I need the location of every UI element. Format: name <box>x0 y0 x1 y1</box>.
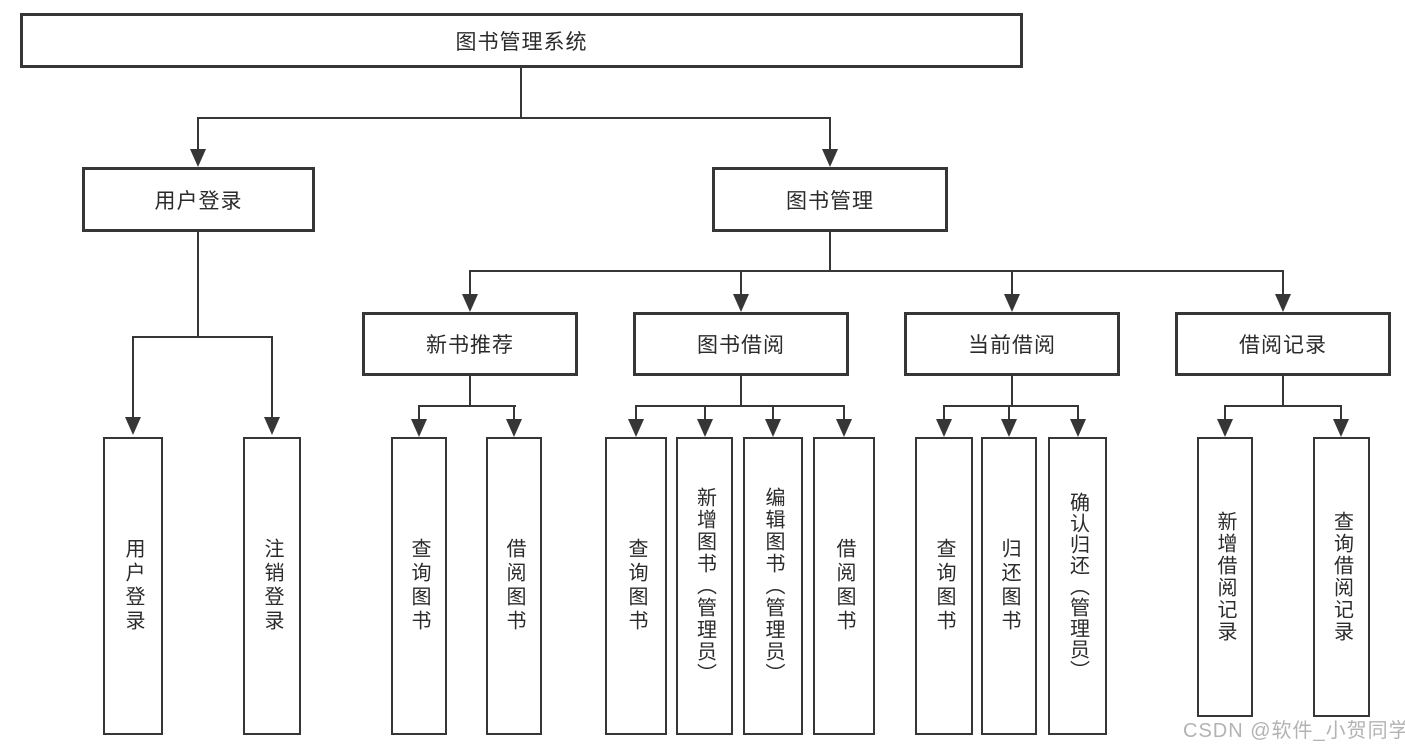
arrow-down-icon <box>765 419 781 437</box>
leaf-query-books-borrowing: 查询图书 <box>605 437 667 735</box>
arrow-down-icon <box>462 294 478 312</box>
connector-line <box>740 376 742 405</box>
connector-line <box>740 270 742 295</box>
connector-line <box>132 336 134 418</box>
connector-line <box>829 232 831 270</box>
leaf-add-books-admin: 新增图书（管理员） <box>676 437 733 735</box>
arrow-down-icon <box>1001 419 1017 437</box>
connector-line <box>704 405 706 420</box>
leaf-edit-books-admin: 编辑图书（管理员） <box>743 437 803 735</box>
leaf-query-books-recommend: 查询图书 <box>391 437 447 735</box>
connector-line <box>418 405 516 407</box>
node-book-management: 图书管理 <box>712 167 948 232</box>
arrow-down-icon <box>1217 419 1233 437</box>
node-borrowing-records: 借阅记录 <box>1175 312 1391 376</box>
connector-line <box>1077 405 1079 420</box>
connector-line <box>1282 376 1284 405</box>
arrow-down-icon <box>733 294 749 312</box>
connector-line <box>829 117 831 150</box>
connector-line <box>1282 270 1284 295</box>
arrow-down-icon <box>1333 419 1349 437</box>
connector-line <box>197 232 199 336</box>
connector-line <box>271 336 273 418</box>
arrow-down-icon <box>506 419 522 437</box>
node-new-book-recommendation: 新书推荐 <box>362 312 578 376</box>
connector-line <box>943 405 945 420</box>
arrow-down-icon <box>628 419 644 437</box>
arrow-down-icon <box>1275 294 1291 312</box>
connector-line <box>843 405 845 420</box>
connector-line <box>132 336 273 338</box>
arrow-down-icon <box>1070 419 1086 437</box>
csdn-watermark: CSDN @软件_小贺同学 <box>1183 720 1405 742</box>
connector-line <box>1340 405 1342 420</box>
connector-line <box>197 117 831 119</box>
connector-line <box>772 405 774 420</box>
arrow-down-icon <box>190 149 206 167</box>
leaf-add-borrow-record: 新增借阅记录 <box>1197 437 1253 717</box>
connector-line <box>635 405 845 407</box>
node-book-borrowing: 图书借阅 <box>633 312 849 376</box>
connector-line <box>469 270 471 295</box>
arrow-down-icon <box>936 419 952 437</box>
connector-line <box>635 405 637 420</box>
arrow-down-icon <box>411 419 427 437</box>
connector-line <box>1224 405 1226 420</box>
arrow-down-icon <box>264 417 280 435</box>
arrow-down-icon <box>1004 294 1020 312</box>
leaf-query-borrow-record: 查询借阅记录 <box>1313 437 1370 717</box>
connector-line <box>197 117 199 150</box>
connector-line <box>418 405 420 420</box>
arrow-down-icon <box>125 417 141 435</box>
connector-line <box>1011 270 1013 295</box>
arrow-down-icon <box>822 149 838 167</box>
connector-line <box>1224 405 1342 407</box>
leaf-return-books: 归还图书 <box>981 437 1037 735</box>
connector-line <box>520 68 522 117</box>
arrow-down-icon <box>697 419 713 437</box>
node-current-borrowing: 当前借阅 <box>904 312 1120 376</box>
connector-line <box>1008 405 1010 420</box>
connector-line <box>513 405 515 420</box>
leaf-query-books-current: 查询图书 <box>915 437 973 735</box>
node-user-login: 用户登录 <box>82 167 315 232</box>
connector-line <box>943 405 1079 407</box>
connector-line <box>469 270 1284 272</box>
leaf-borrow-books: 借阅图书 <box>813 437 875 735</box>
connector-line <box>1011 376 1013 405</box>
leaf-confirm-return-admin: 确认归还（管理员） <box>1048 437 1107 735</box>
connector-line <box>469 376 471 405</box>
node-root-library-management-system: 图书管理系统 <box>20 13 1023 68</box>
leaf-logout: 注销登录 <box>243 437 301 735</box>
leaf-borrow-books-recommend: 借阅图书 <box>486 437 542 735</box>
arrow-down-icon <box>836 419 852 437</box>
leaf-user-login: 用户登录 <box>103 437 163 735</box>
